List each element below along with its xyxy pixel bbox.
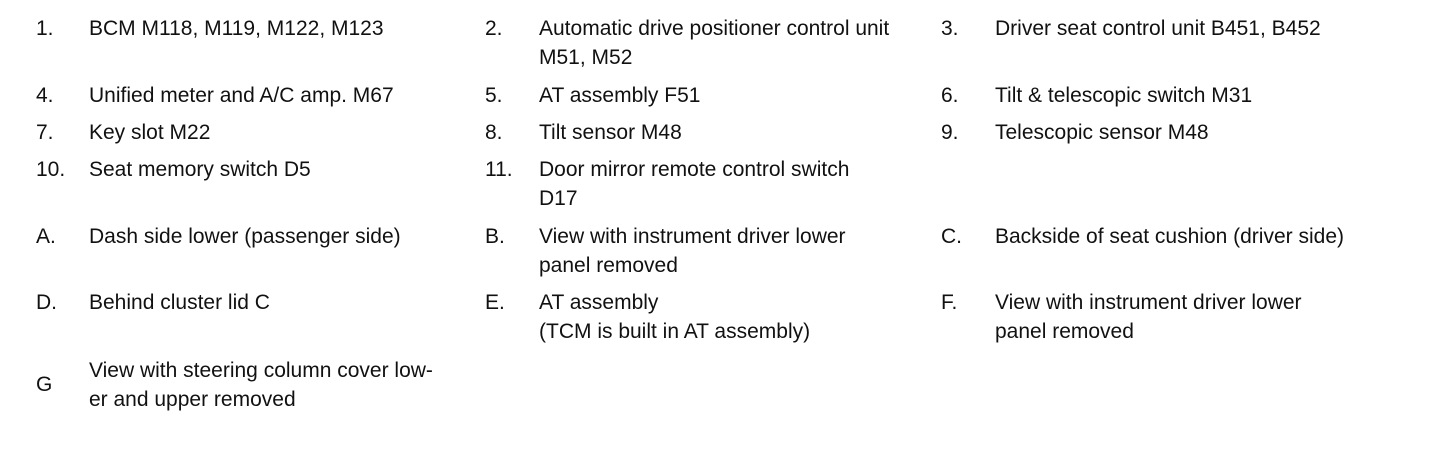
legend-text-line: Dash side lower (passenger side) xyxy=(89,225,401,248)
legend-number: 1. xyxy=(36,17,54,40)
legend-text: Backside of seat cushion (driver side) xyxy=(995,222,1344,251)
legend-text: Behind cluster lid C xyxy=(89,288,270,317)
legend-text-line: Seat memory switch D5 xyxy=(89,158,311,181)
legend-letter: F. xyxy=(941,291,958,314)
legend-text: Automatic drive positioner control unit … xyxy=(539,14,889,72)
legend-text-line: Telescopic sensor M48 xyxy=(995,121,1209,144)
legend-text-line: panel removed xyxy=(995,320,1134,343)
legend-number: 9. xyxy=(941,121,959,144)
legend-text-line: Driver seat control unit B451, B452 xyxy=(995,17,1321,40)
legend-letter: A. xyxy=(36,225,56,248)
legend-letter: C. xyxy=(941,225,962,248)
legend-text-line: Automatic drive positioner control unit xyxy=(539,17,890,40)
legend-text: Telescopic sensor M48 xyxy=(995,118,1209,147)
legend-text: AT assembly (TCM is built in AT assembly… xyxy=(539,288,810,346)
legend-number: 2. xyxy=(485,17,503,40)
legend-number: 3. xyxy=(941,17,959,40)
legend-text-line: BCM M118, M119, M122, M123 xyxy=(89,17,384,40)
legend-letter: G xyxy=(36,373,53,396)
legend-letter: D. xyxy=(36,291,57,314)
legend-number: 6. xyxy=(941,84,959,107)
legend-text: Key slot M22 xyxy=(89,118,210,147)
legend-number: 4. xyxy=(36,84,54,107)
legend-text: View with steering column cover low- er … xyxy=(89,356,433,414)
legend-text: Door mirror remote control switch D17 xyxy=(539,155,849,213)
legend-text: Tilt sensor M48 xyxy=(539,118,682,147)
legend-text: Tilt & telescopic switch M31 xyxy=(995,81,1252,110)
legend-number: 10. xyxy=(36,158,66,181)
legend-text-line: View with instrument driver lower xyxy=(995,291,1302,314)
legend-text-line: Key slot M22 xyxy=(89,121,211,144)
legend-text-line: Tilt & telescopic switch M31 xyxy=(995,84,1253,107)
legend-text-line: Behind cluster lid C xyxy=(89,291,270,314)
legend-letter: B. xyxy=(485,225,505,248)
legend-text: Seat memory switch D5 xyxy=(89,155,311,184)
legend-number: 8. xyxy=(485,121,503,144)
legend-text-line: AT assembly xyxy=(539,291,659,314)
legend-number: 7. xyxy=(36,121,54,144)
legend-text-line: M51, M52 xyxy=(539,46,633,69)
legend-text-line: D17 xyxy=(539,187,578,210)
legend-text-line: Door mirror remote control switch xyxy=(539,158,850,181)
legend-text-line: Backside of seat cushion (driver side) xyxy=(995,225,1344,248)
legend-number: 11. xyxy=(485,158,513,181)
legend-text: Unified meter and A/C amp. M67 xyxy=(89,81,394,110)
legend-text-line: er and upper removed xyxy=(89,388,296,411)
legend-text: BCM M118, M119, M122, M123 xyxy=(89,14,384,43)
legend-text: Dash side lower (passenger side) xyxy=(89,222,401,251)
legend-text-line: (TCM is built in AT assembly) xyxy=(539,320,811,343)
legend-letter: E. xyxy=(485,291,505,314)
legend-text-line: Unified meter and A/C amp. M67 xyxy=(89,84,394,107)
legend-text: AT assembly F51 xyxy=(539,81,700,110)
legend-number: 5. xyxy=(485,84,503,107)
legend-text-line: AT assembly F51 xyxy=(539,84,701,107)
legend-text-line: Tilt sensor M48 xyxy=(539,121,682,144)
legend-text-line: panel removed xyxy=(539,254,678,277)
legend-text-line: View with instrument driver lower xyxy=(539,225,846,248)
legend-text: View with instrument driver lower panel … xyxy=(995,288,1302,346)
legend-text-line: View with steering column cover low- xyxy=(89,359,433,382)
legend-text: View with instrument driver lower panel … xyxy=(539,222,846,280)
legend-text: Driver seat control unit B451, B452 xyxy=(995,14,1321,43)
